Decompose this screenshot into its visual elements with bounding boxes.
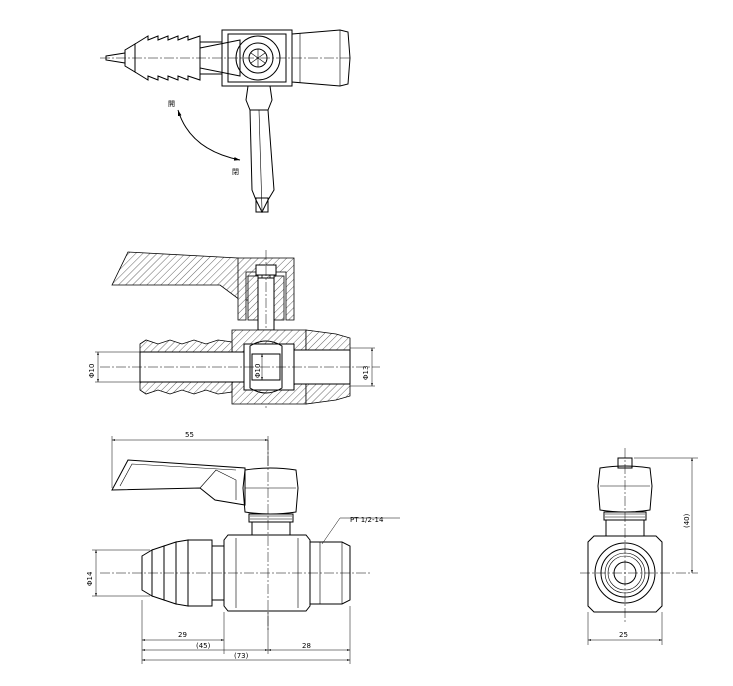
front-view: 55 PT 1/2-14 Φ14 29 (45) 28 (73) — [86, 431, 400, 664]
dim-outlet: Φ13 — [362, 366, 370, 380]
dim-overall-top: 55 — [185, 431, 194, 439]
dim-height: (40) — [683, 513, 691, 528]
dim-hose-dia: Φ14 — [86, 571, 94, 586]
dim-mid: (45) — [196, 642, 211, 650]
side-view: (40) 25 — [580, 448, 698, 645]
label-close: 閉 — [232, 168, 239, 176]
top-view: 開 閉 — [100, 29, 351, 214]
section-view: Φ10 Φ10 Φ13 — [88, 250, 380, 410]
dim-width: 25 — [619, 631, 628, 639]
dim-hose-length: 29 — [178, 631, 187, 639]
thread-label: PT 1/2-14 — [350, 516, 384, 524]
label-open: 開 — [168, 100, 175, 108]
dim-total: (73) — [234, 652, 249, 660]
dim-bore: Φ10 — [254, 364, 262, 378]
dim-inlet: Φ10 — [88, 364, 96, 378]
dim-right: 28 — [302, 642, 311, 650]
